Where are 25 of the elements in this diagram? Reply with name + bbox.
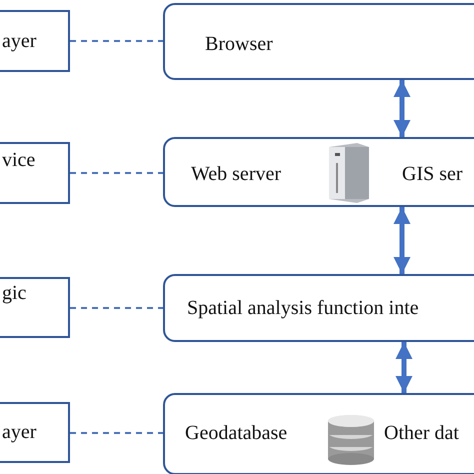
connector-line	[70, 432, 163, 434]
connector-line	[70, 307, 163, 309]
component-label: Spatial analysis function inte	[187, 298, 419, 318]
connector-line	[70, 172, 163, 174]
double-arrow	[394, 80, 410, 137]
component-box	[163, 393, 474, 474]
component-label: vice	[2, 150, 36, 170]
layer-box	[0, 277, 70, 338]
component-label: gic	[2, 283, 26, 303]
component-label: Other dat	[384, 423, 459, 443]
component-label: GIS ser	[402, 164, 463, 184]
component-label: Geodatabase	[185, 423, 288, 443]
layer-box	[0, 402, 70, 463]
component-label: ayer	[2, 31, 36, 51]
component-box	[163, 137, 474, 207]
connector-line	[70, 40, 163, 42]
component-box	[163, 3, 474, 80]
layer-box	[0, 142, 70, 204]
double-arrow	[394, 207, 410, 274]
double-arrow	[396, 342, 412, 393]
component-box	[163, 274, 474, 342]
component-label: Web server	[191, 164, 282, 184]
component-label: ayer	[2, 422, 36, 442]
layer-box	[0, 10, 70, 72]
component-label: Browser	[205, 34, 273, 54]
